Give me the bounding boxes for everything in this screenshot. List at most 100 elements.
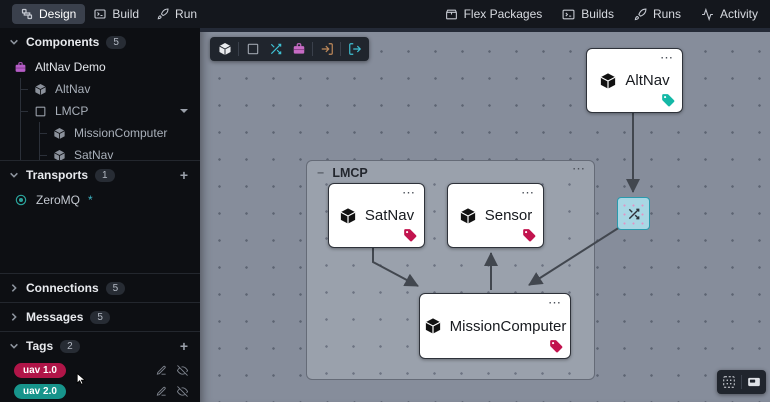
group-rect-icon: [247, 43, 258, 55]
suitcase-icon: [15, 61, 26, 72]
tree-item-altnav[interactable]: AltNav: [21, 78, 200, 100]
auto-layout-icon: [723, 376, 735, 388]
node-more-button[interactable]: ⋯: [521, 185, 535, 200]
tree-item-satnav[interactable]: SatNav: [40, 144, 200, 160]
cube-icon: [35, 83, 46, 95]
edit-pencil-icon[interactable]: [156, 365, 167, 376]
section-divider: [0, 160, 200, 161]
tags-section-header[interactable]: Tags 2 +: [0, 332, 200, 360]
tag-icon[interactable]: [549, 339, 563, 353]
collapse-group-button[interactable]: −: [317, 166, 325, 180]
eye-slash-icon[interactable]: [177, 365, 188, 376]
package-suitcase-icon: [293, 43, 304, 54]
toolbar-divider: [238, 42, 239, 56]
tag-row-uav-1: uav 1.0: [0, 360, 200, 381]
messages-section-header[interactable]: Messages 5: [0, 303, 200, 331]
canvas-corner-controls: [717, 370, 766, 394]
canvas-toolbar: [210, 37, 369, 61]
toolbar-divider: [340, 42, 341, 56]
tag-pill-uav-1[interactable]: uav 1.0: [14, 363, 66, 378]
node-sensor[interactable]: ⋯ Sensor: [447, 183, 544, 248]
sidebar: Components 5 AltNav Demo AltNav LMCP Mis…: [0, 28, 200, 402]
node-router[interactable]: [617, 197, 650, 230]
top-bar: Design Build Run Flex Packages Builds Ru…: [0, 0, 770, 28]
tag-pill-uav-2[interactable]: uav 2.0: [14, 384, 66, 399]
group-header: − LMCP: [317, 166, 368, 180]
eye-slash-icon[interactable]: [177, 386, 188, 397]
group-square-icon: [35, 106, 46, 116]
tab-design[interactable]: Design: [12, 4, 86, 24]
transports-count-badge: 1: [95, 168, 115, 182]
tree-item-lmcp[interactable]: LMCP: [21, 100, 200, 122]
cube-icon: [54, 149, 65, 160]
add-component-button[interactable]: [213, 37, 236, 61]
components-count-badge: 5: [106, 35, 126, 49]
add-package-button[interactable]: [287, 37, 310, 61]
node-missioncomputer[interactable]: ⋯ MissionComputer: [419, 293, 571, 359]
topbar-menu: Flex Packages Builds Runs Activity: [445, 7, 758, 21]
cube-icon: [340, 207, 356, 224]
menu-activity[interactable]: Activity: [701, 7, 758, 21]
chevron-down-icon: [10, 343, 18, 349]
design-icon: [21, 8, 33, 20]
node-more-button[interactable]: ⋯: [660, 50, 674, 65]
group-title: LMCP: [332, 166, 368, 180]
tag-icon[interactable]: [403, 228, 417, 242]
add-input-port-button[interactable]: [315, 37, 338, 61]
group-more-button[interactable]: ⋯: [572, 161, 586, 176]
tree-item-altnav-demo[interactable]: AltNav Demo: [0, 56, 200, 78]
section-divider: [0, 302, 200, 303]
tree-item-missioncomputer[interactable]: MissionComputer: [40, 122, 200, 144]
transport-item-zeromq[interactable]: ZeroMQ *: [0, 189, 200, 211]
sign-out-icon: [348, 43, 361, 55]
chevron-right-icon: [11, 284, 17, 292]
sidebar-spacer: [0, 211, 200, 273]
tags-count-badge: 2: [60, 339, 80, 353]
transports-section-header[interactable]: Transports 1 +: [0, 161, 200, 189]
node-altnav[interactable]: ⋯ AltNav: [586, 48, 683, 113]
tag-icon[interactable]: [522, 228, 536, 242]
node-satnav[interactable]: ⋯ SatNav: [328, 183, 425, 248]
cube-icon: [54, 127, 65, 139]
chevron-right-icon: [11, 313, 17, 321]
node-label: MissionComputer: [449, 317, 567, 335]
tab-build[interactable]: Build: [85, 4, 148, 24]
node-label: Sensor: [484, 207, 533, 224]
tag-icon[interactable]: [661, 93, 675, 107]
node-label: SatNav: [364, 207, 415, 224]
toolbar-divider: [312, 42, 313, 56]
auto-layout-button[interactable]: [717, 370, 741, 394]
router-shuffle-icon: [628, 208, 639, 219]
node-more-button[interactable]: ⋯: [548, 295, 562, 310]
add-group-button[interactable]: [241, 37, 264, 61]
design-canvas[interactable]: ⋯ AltNav − LMCP ⋯ ⋯ SatNav ⋯ Sensor ⋯: [200, 28, 770, 402]
zeromq-icon: [15, 194, 27, 206]
terminal-icon: [94, 9, 106, 19]
caret-down-icon[interactable]: [180, 109, 188, 113]
connections-count-badge: 5: [105, 281, 126, 295]
add-router-button[interactable]: [264, 37, 287, 61]
minimap-toggle-button[interactable]: [742, 370, 766, 394]
menu-builds[interactable]: Builds: [562, 7, 614, 21]
router-shuffle-icon: [270, 43, 281, 55]
tab-run[interactable]: Run: [148, 4, 206, 24]
add-output-port-button[interactable]: [343, 37, 366, 61]
components-section-header[interactable]: Components 5: [0, 28, 200, 56]
add-tag-button[interactable]: +: [179, 338, 188, 354]
edit-pencil-icon[interactable]: [156, 386, 167, 397]
add-transport-button[interactable]: +: [179, 167, 188, 183]
package-box-icon: [445, 9, 457, 19]
sign-in-icon: [321, 43, 333, 55]
tree-level-2: MissionComputer SatNav: [39, 122, 200, 160]
rocket-icon: [157, 8, 169, 20]
cube-icon: [460, 207, 476, 224]
menu-runs[interactable]: Runs: [634, 7, 681, 21]
tree-level-1: AltNav LMCP MissionComputer SatNav: [20, 78, 200, 160]
mouse-cursor: [76, 372, 87, 385]
node-more-button[interactable]: ⋯: [402, 185, 416, 200]
minimap-icon: [748, 377, 760, 387]
rocket-icon: [634, 8, 647, 20]
connections-section-header[interactable]: Connections 5: [0, 274, 200, 302]
group-lmcp[interactable]: − LMCP ⋯ ⋯ SatNav ⋯ Sensor ⋯ MissionComp…: [306, 160, 595, 380]
menu-flex-packages[interactable]: Flex Packages: [445, 7, 542, 21]
